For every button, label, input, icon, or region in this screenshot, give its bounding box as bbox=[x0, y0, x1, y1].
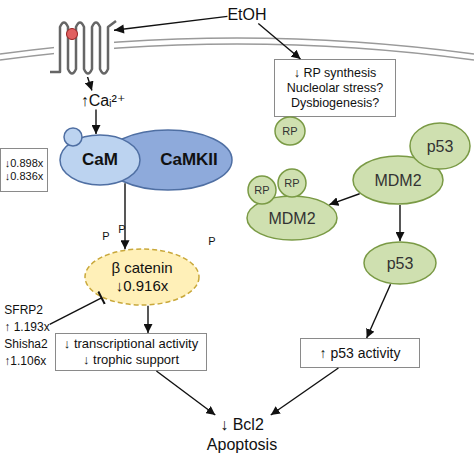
phospho-label: P bbox=[118, 223, 125, 235]
cam-protein: CaM bbox=[59, 134, 141, 186]
node-text: β catenin bbox=[111, 259, 172, 277]
node-text: ↑ 1.193x bbox=[4, 319, 49, 336]
cell-membrane bbox=[0, 38, 474, 54]
shape-ellipse bbox=[60, 135, 140, 185]
node-text: ↑Caᵢ²⁺ bbox=[81, 91, 126, 110]
node-text: ↓ Bcl2 bbox=[207, 415, 277, 435]
node-text: RP bbox=[284, 177, 299, 190]
node-text: ↓ trophic support bbox=[83, 352, 179, 368]
shape-ellipse bbox=[410, 123, 470, 169]
shape-ellipse bbox=[248, 176, 276, 204]
outcome-box: ↓ transcriptional activity↓ trophic supp… bbox=[55, 333, 207, 371]
connector-arrow bbox=[258, 24, 300, 60]
connector-arrow bbox=[147, 306, 148, 333]
shape-ellipse bbox=[353, 156, 443, 204]
node-text: ↑ p53 activity bbox=[320, 345, 401, 362]
cell-membrane bbox=[0, 44, 474, 60]
node-text: ↓0.836x bbox=[5, 170, 44, 183]
arrow-head bbox=[114, 25, 124, 34]
shape-ellipse bbox=[278, 169, 306, 197]
shape-ellipse bbox=[104, 130, 232, 190]
beta-catenin: β catenin↓0.916x bbox=[84, 248, 200, 306]
ribosomal-protein: RP bbox=[247, 175, 277, 205]
node-text: p53 bbox=[427, 137, 454, 156]
node-text: Dysbiogenesis? bbox=[291, 96, 379, 111]
connector-arrow bbox=[156, 371, 215, 415]
shape-ellipse bbox=[247, 196, 337, 240]
node-text: MDM2 bbox=[268, 209, 315, 228]
node-text: ↓0.916x bbox=[116, 277, 169, 295]
connector-arrow bbox=[367, 284, 391, 338]
p53-protein: p53 bbox=[363, 241, 437, 285]
apoptosis-label: ↓ Bcl2Apoptosis bbox=[207, 415, 277, 455]
ribosomal-protein: RP bbox=[277, 168, 307, 198]
fold-change-box: ↓0.898x↓0.836x bbox=[0, 148, 48, 192]
connector-arrow bbox=[329, 194, 359, 205]
node-text: p53 bbox=[387, 254, 414, 273]
node-text: CaMKII bbox=[160, 150, 218, 170]
node-text: ↓ transcriptional activity bbox=[64, 336, 198, 352]
shape-ellipse bbox=[275, 117, 305, 145]
phospho-label: P bbox=[102, 230, 109, 242]
node-text: CaM bbox=[82, 150, 118, 170]
connector-arrow bbox=[399, 205, 400, 241]
connector-arrow bbox=[271, 368, 339, 415]
node-text: Nucleolar stress? bbox=[287, 81, 384, 96]
node-text: SFRP2 bbox=[4, 302, 49, 319]
receptor-backdrop bbox=[54, 17, 114, 77]
connector-arrow bbox=[124, 183, 125, 249]
inhibitor-label: SFRP2↑ 1.193xShisha2↑1.106x bbox=[4, 302, 49, 370]
node-text: EtOH bbox=[227, 5, 266, 24]
outcome-box: ↑ p53 activity bbox=[300, 338, 420, 368]
node-text: RP bbox=[282, 125, 297, 138]
node-text: ↓0.898x bbox=[5, 157, 44, 170]
stimulus-label: EtOH bbox=[227, 5, 266, 24]
node-text: Apoptosis bbox=[207, 435, 277, 455]
node-text: MDM2 bbox=[374, 171, 421, 190]
shape-ellipse bbox=[364, 242, 436, 284]
calcium-label: ↑Caᵢ²⁺ bbox=[81, 91, 126, 110]
connector-arrow bbox=[95, 110, 96, 135]
receptor-symbol bbox=[50, 21, 116, 74]
ribosomal-protein: RP bbox=[274, 116, 306, 146]
shape-ellipse bbox=[85, 249, 199, 305]
node-text: Shisha2 bbox=[4, 336, 49, 353]
stress-box: ↓ RP synthesisNucleolar stress?Dysbiogen… bbox=[274, 59, 396, 117]
node-text: RP bbox=[254, 184, 269, 197]
node-text: ↓ RP synthesis bbox=[294, 66, 376, 81]
phospho-label: P bbox=[208, 235, 215, 247]
connector-arrow bbox=[50, 298, 102, 325]
binding-site bbox=[67, 29, 78, 40]
connector-arrow bbox=[84, 16, 227, 90]
node-text: ↑1.106x bbox=[4, 353, 49, 370]
p53-protein: p53 bbox=[409, 122, 471, 170]
